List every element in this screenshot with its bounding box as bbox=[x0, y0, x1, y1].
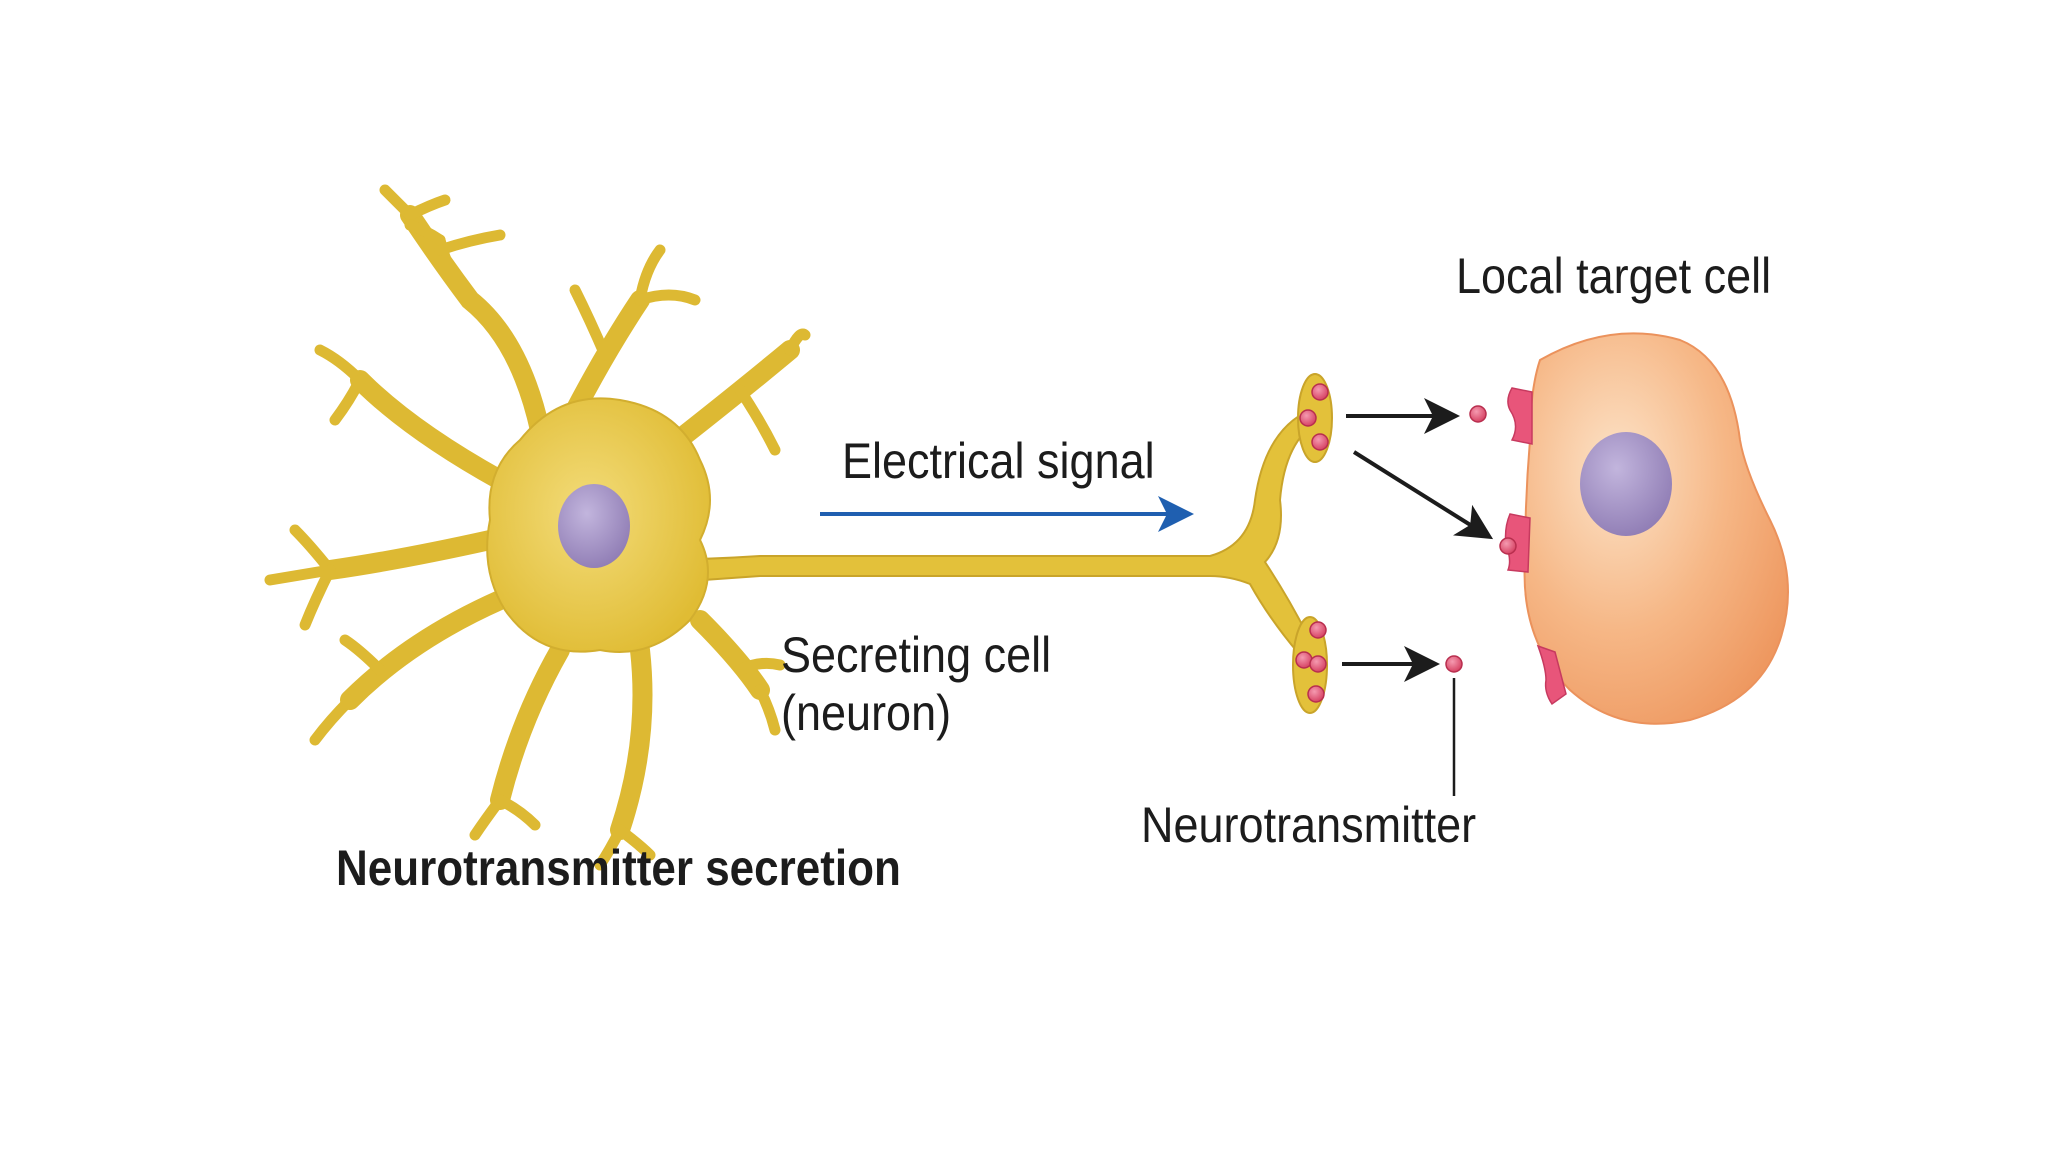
label-electrical-signal: Electrical signal bbox=[842, 433, 1155, 489]
receptor-lower bbox=[1536, 644, 1567, 706]
diagram-title: Neurotransmitter secretion bbox=[336, 840, 901, 896]
neuron bbox=[264, 184, 1333, 871]
label-neurotransmitter: Neurotransmitter bbox=[1141, 797, 1477, 853]
label-local-target-cell: Local target cell bbox=[1456, 248, 1772, 304]
target-cell bbox=[1499, 332, 1789, 725]
release-arrow-diagonal bbox=[1352, 450, 1494, 540]
label-secreting-cell-line2: (neuron) bbox=[781, 684, 952, 741]
receptors bbox=[1504, 387, 1567, 706]
receptor-upper bbox=[1507, 387, 1533, 445]
terminal-vesicles bbox=[1295, 383, 1329, 703]
neuron-nucleus bbox=[558, 484, 630, 568]
bound-neurotransmitter bbox=[1499, 537, 1517, 555]
neurotransmitter-molecule-upper bbox=[1469, 405, 1487, 423]
neurotransmitter-molecule-lower bbox=[1445, 655, 1463, 673]
label-secreting-cell-line1: Secreting cell bbox=[781, 627, 1052, 683]
target-cell-body bbox=[1523, 332, 1789, 725]
axon bbox=[639, 408, 1322, 657]
target-cell-nucleus bbox=[1580, 432, 1672, 536]
label-secreting-cell: Secreting cell (neuron) bbox=[781, 627, 1051, 742]
